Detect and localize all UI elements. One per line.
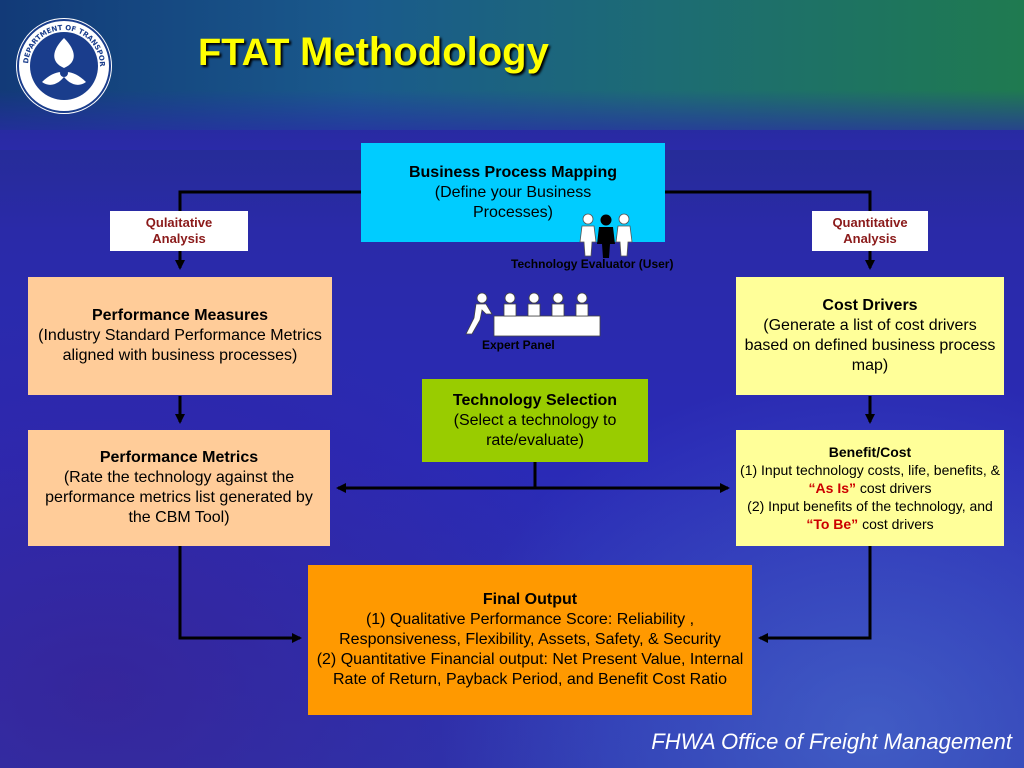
benefit-cost-line1-end: cost drivers: [859, 480, 932, 496]
final-output-line1: (1) Qualitative Performance Score: Relia…: [339, 611, 721, 648]
line-metrics-final: [178, 546, 302, 643]
quantitative-line2: Analysis: [843, 231, 897, 246]
quantitative-analysis-label: Quantitative Analysis: [812, 211, 928, 251]
performance-metrics-box: Performance Metrics (Rate the technology…: [28, 430, 330, 546]
people-icon: [579, 213, 633, 258]
line-benefit-final: [758, 546, 872, 643]
page-title: FTAT Methodology: [198, 30, 549, 75]
benefit-cost-line1-text: (1) Input technology costs, life, benefi…: [740, 462, 1000, 478]
to-be-highlight: “To Be”: [806, 516, 859, 532]
benefit-cost-line2-text: (2) Input benefits of the technology, an…: [747, 498, 993, 514]
perf-measures-body: (Industry Standard Performance Metrics a…: [38, 327, 322, 364]
benefit-cost-title: Benefit/Cost: [828, 444, 912, 460]
final-output-box: Final Output (1) Qualitative Performance…: [308, 565, 752, 715]
performance-measures-box: Performance Measures (Industry Standard …: [28, 277, 332, 395]
perf-measures-title: Performance Measures: [91, 307, 269, 324]
panel-caption: Expert Panel: [482, 338, 555, 352]
expert-panel-icon: [465, 292, 601, 337]
quantitative-line1: Quantitative: [832, 215, 908, 230]
benefit-cost-box: Benefit/Cost (1) Input technology costs,…: [736, 430, 1004, 546]
final-output-line2: (2) Quantitative Financial output: Net P…: [316, 651, 744, 688]
cost-drivers-title: Cost Drivers: [822, 297, 918, 314]
business-process-mapping-box: Business Process Mapping (Define your Bu…: [361, 143, 665, 242]
evaluator-caption: Technology Evaluator (User): [511, 257, 674, 271]
perf-metrics-title: Performance Metrics: [99, 449, 259, 466]
title-band-fade: [0, 90, 1024, 150]
dot-seal-icon: DEPARTMENT OF TRANSPORTATION: [14, 16, 112, 114]
title-main: Methodology: [300, 30, 549, 74]
cost-drivers-body: (Generate a list of cost drivers based o…: [744, 317, 996, 374]
footer-text: FHWA Office of Freight Management: [651, 729, 1012, 754]
qualitative-line2: Analysis: [152, 231, 206, 246]
final-output-title: Final Output: [482, 591, 578, 608]
benefit-cost-line1: (1) Input technology costs, life, benefi…: [740, 461, 1000, 497]
benefit-cost-line2: (2) Input benefits of the technology, an…: [740, 497, 1000, 533]
benefit-cost-line2-end: cost drivers: [862, 516, 934, 532]
bpm-title: Business Process Mapping: [408, 164, 618, 181]
perf-metrics-body: (Rate the technology against the perform…: [45, 469, 313, 526]
tech-selection-title: Technology Selection: [452, 391, 618, 409]
tech-selection-body: (Select a technology to rate/evaluate): [453, 411, 617, 449]
title-prefix: FTAT: [198, 32, 290, 74]
as-is-highlight: “As Is”: [808, 480, 856, 496]
bpm-body: (Define your Business Processes): [434, 184, 592, 221]
qualitative-line1: Qulaitative: [145, 215, 213, 230]
cost-drivers-box: Cost Drivers (Generate a list of cost dr…: [736, 277, 1004, 395]
technology-selection-box: Technology Selection (Select a technolog…: [422, 379, 648, 462]
qualitative-analysis-label: Qulaitative Analysis: [110, 211, 248, 251]
